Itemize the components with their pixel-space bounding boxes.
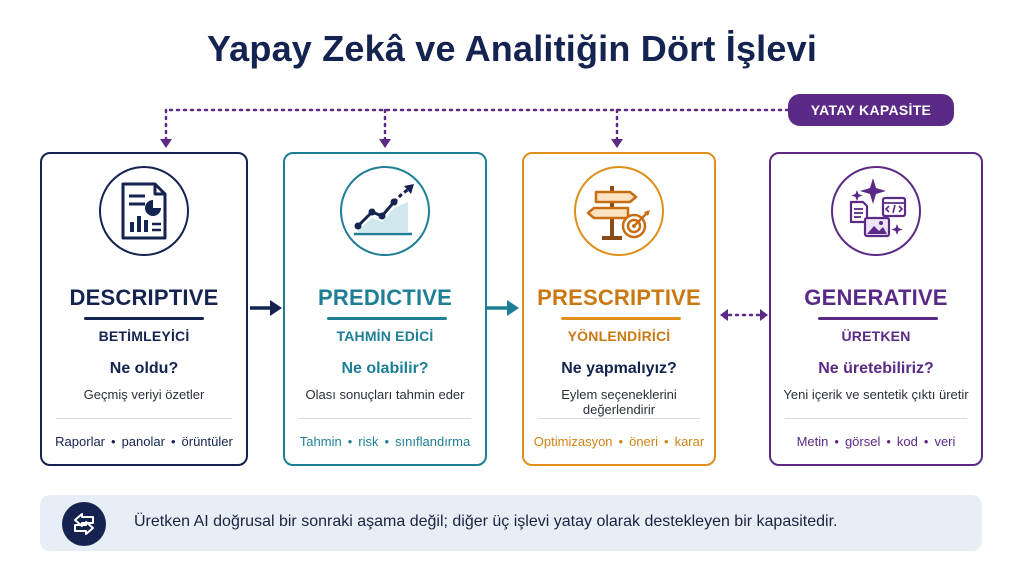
card-title: DESCRIPTIVE [69, 285, 219, 310]
title-underline [327, 317, 447, 320]
tag: kod [896, 434, 918, 449]
signpost-target-icon [574, 166, 664, 256]
tag: panolar [121, 434, 165, 449]
title-underline [561, 317, 681, 320]
card-question: Ne olabilir? [341, 360, 429, 377]
card-question: Ne oldu? [109, 360, 179, 377]
card-description: Yeni içerik ve sentetik çıktı üretir [783, 387, 969, 402]
divider [538, 418, 700, 419]
tag: Metin [796, 434, 829, 449]
bidirectional-arrows-icon [62, 502, 106, 546]
card-predictive: PREDICTIVE TAHMİN EDİCİ Ne olabilir? Ola… [283, 152, 487, 466]
tag: örüntüler [181, 434, 233, 449]
card-generative: GENERATIVE ÜRETKEN Ne üretebiliriz? Yeni… [769, 152, 983, 466]
arrow-descriptive-to-predictive [250, 300, 282, 316]
card-title: GENERATIVE [804, 285, 948, 310]
divider [299, 418, 471, 419]
card-title: PRESCRIPTIVE [537, 285, 701, 310]
sparkle-content-icon [831, 166, 921, 256]
tag: görsel [844, 434, 881, 449]
card-title: PREDICTIVE [317, 285, 453, 310]
dotted-link-prescriptive-generative [720, 309, 768, 321]
card-turkish-title: BETİMLEYİCİ [98, 328, 190, 344]
divider [785, 418, 967, 419]
tag: Raporlar [55, 434, 106, 449]
footer-note: Üretken AI doğrusal bir sonraki aşama de… [40, 495, 982, 551]
tag: Tahmin [299, 434, 342, 449]
tag: sınıflandırma [395, 434, 471, 449]
arrow-predictive-to-prescriptive [487, 300, 519, 316]
tag: risk [358, 434, 379, 449]
report-chart-icon [99, 166, 189, 256]
card-description: Eylem seçeneklerini değerlendirir [561, 387, 677, 417]
card-descriptive: DESCRIPTIVE BETİMLEYİCİ Ne oldu? Geçmiş … [40, 152, 248, 466]
card-tags: Optimizasyon•öneri•karar [533, 434, 705, 449]
card-prescriptive: PRESCRIPTIVE YÖNLENDİRİCİ Ne yapmalıyız?… [522, 152, 716, 466]
card-turkish-title: ÜRETKEN [841, 328, 911, 344]
card-question: Ne yapmalıyız? [561, 360, 677, 377]
divider [56, 418, 232, 419]
card-turkish-title: YÖNLENDİRİCİ [567, 328, 671, 344]
tag: veri [934, 434, 956, 449]
horizontal-capacity-badge: YATAY KAPASİTE [788, 94, 954, 126]
card-tags: Raporlar•panolar•örüntüler [55, 434, 233, 449]
card-description: Geçmiş veriyi özetler [83, 387, 205, 402]
card-tags: Metin•görsel•kod•veri [796, 434, 956, 449]
footer-text: Üretken AI doğrusal bir sonraki aşama de… [134, 513, 838, 530]
page-title: Yapay Zekâ ve Analitiğin Dört İşlevi [206, 28, 818, 69]
card-turkish-title: TAHMİN EDİCİ [336, 328, 434, 344]
tag: Optimizasyon [533, 434, 613, 449]
card-description: Olası sonuçları tahmin eder [305, 387, 465, 402]
tag: öneri [629, 434, 659, 449]
title-underline [818, 317, 938, 320]
card-question: Ne üretebiliriz? [818, 360, 934, 377]
tag: karar [674, 434, 705, 449]
title-underline [84, 317, 204, 320]
card-tags: Tahmin•risk•sınıflandırma [299, 434, 471, 449]
trend-chart-icon [340, 166, 430, 256]
